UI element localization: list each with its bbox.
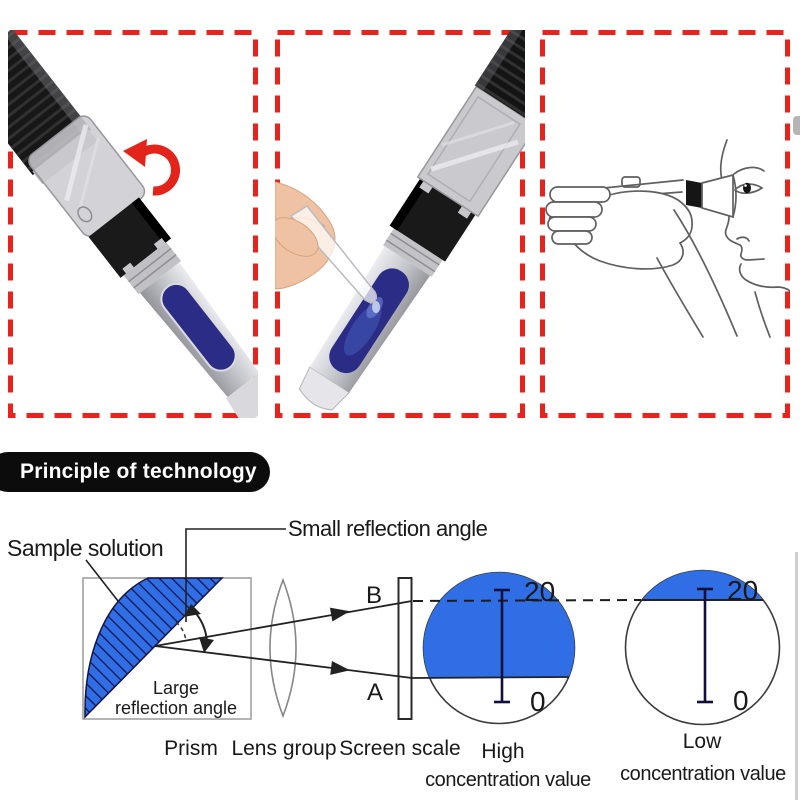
sample-solution-label: Sample solution xyxy=(7,535,163,561)
ray-a-arrowhead-icon xyxy=(330,660,350,675)
collar-line xyxy=(128,247,172,283)
thumb xyxy=(275,217,319,257)
ray-b-label: B xyxy=(366,582,382,609)
dropper-pipette-icon xyxy=(289,205,378,304)
screen-scale-bar xyxy=(397,577,413,720)
small-angle-leader xyxy=(185,528,286,622)
low-scale-min: 0 xyxy=(733,685,749,716)
low-reticle-circle xyxy=(624,569,781,726)
liquid-drop-icon xyxy=(372,301,380,313)
finger xyxy=(549,186,611,203)
level-dashed-line xyxy=(412,599,642,602)
section-header-pill: Principle of technology xyxy=(0,452,270,492)
daylight-plate-open xyxy=(28,115,146,237)
collar-line xyxy=(385,239,436,273)
high-blue-field xyxy=(423,572,575,677)
eyepiece-band xyxy=(686,180,702,208)
collar xyxy=(123,242,182,295)
red-dashed-border xyxy=(540,30,790,418)
lens-shape xyxy=(269,577,297,719)
low-label-1: Low xyxy=(683,730,722,753)
refractometer-body xyxy=(8,30,258,418)
apply-sample-illustration xyxy=(275,30,525,418)
lens-group-label: Lens group xyxy=(231,737,336,760)
collar-line xyxy=(133,254,177,289)
step-panel-open-plate xyxy=(8,30,258,418)
eyepiece-sheen xyxy=(8,30,92,136)
section-title: Principle of technology xyxy=(20,460,257,483)
large-reflection-label-2: reflection angle xyxy=(115,698,237,718)
eye xyxy=(733,183,764,194)
handle-tip xyxy=(226,371,258,418)
forearm-line xyxy=(656,257,704,338)
ray-b-line xyxy=(154,600,413,647)
prism-clip xyxy=(88,197,171,278)
pupil xyxy=(743,182,751,194)
nostril xyxy=(736,236,750,242)
holding-hand-sketch xyxy=(545,186,738,338)
ray-a-label: A xyxy=(367,679,383,706)
eye-glint xyxy=(744,184,747,187)
high-scale-line xyxy=(494,588,510,704)
step-panel-apply-sample xyxy=(275,30,525,418)
handle-grip xyxy=(160,282,237,372)
high-boundary-line xyxy=(411,676,569,679)
rotate-arrow-icon xyxy=(123,139,181,196)
refractometer-open-plate-illustration xyxy=(8,30,258,418)
prism-clip xyxy=(389,178,476,262)
finger xyxy=(547,216,597,232)
finger xyxy=(545,201,603,218)
daylight-plate-sketch xyxy=(621,176,641,188)
refractometer-body xyxy=(298,30,525,411)
prism-label: Prism xyxy=(164,737,218,760)
screen-scale-label: Screen scale xyxy=(339,737,460,760)
low-scale-max: 20 xyxy=(727,575,758,606)
ray-b-arrowhead-icon xyxy=(329,607,350,622)
low-scale-line xyxy=(697,587,713,704)
principle-diagram: Sample solution Small reflection angle L… xyxy=(7,516,787,791)
red-dashed-border xyxy=(8,30,258,418)
sample-solution-leader xyxy=(85,559,119,602)
edge-line xyxy=(795,552,798,800)
eyecup-cone xyxy=(701,173,734,219)
forearm-line xyxy=(673,209,738,337)
eyebrow xyxy=(733,166,765,175)
collar xyxy=(383,228,443,277)
finger xyxy=(551,230,593,245)
low-blue-field xyxy=(641,570,764,600)
eyepiece-sheen xyxy=(474,30,525,91)
small-angle-arc xyxy=(175,621,187,642)
high-label-1: High xyxy=(481,740,524,763)
collar-line xyxy=(390,232,440,266)
large-reflection-label-1: Large xyxy=(153,678,199,698)
edge-tab xyxy=(793,116,800,135)
handle-tip xyxy=(298,366,351,411)
hand-with-dropper xyxy=(275,181,380,313)
low-label-2: concentration value xyxy=(620,763,786,785)
ray-a-line xyxy=(154,645,413,679)
reading-sketch-illustration xyxy=(540,30,790,418)
small-reflection-angle-label: Small reflection angle xyxy=(288,516,488,541)
high-scale-max: 20 xyxy=(524,576,555,607)
face-profile-sketch xyxy=(719,139,790,338)
high-label-2: concentration value xyxy=(425,769,591,791)
large-angle-arrow-bottom-icon xyxy=(199,637,214,653)
step-panel-look-through xyxy=(540,30,790,418)
large-angle-arrow-top-icon xyxy=(183,604,201,617)
eyepiece-ribs xyxy=(474,30,525,128)
high-scale-min: 0 xyxy=(530,686,546,717)
